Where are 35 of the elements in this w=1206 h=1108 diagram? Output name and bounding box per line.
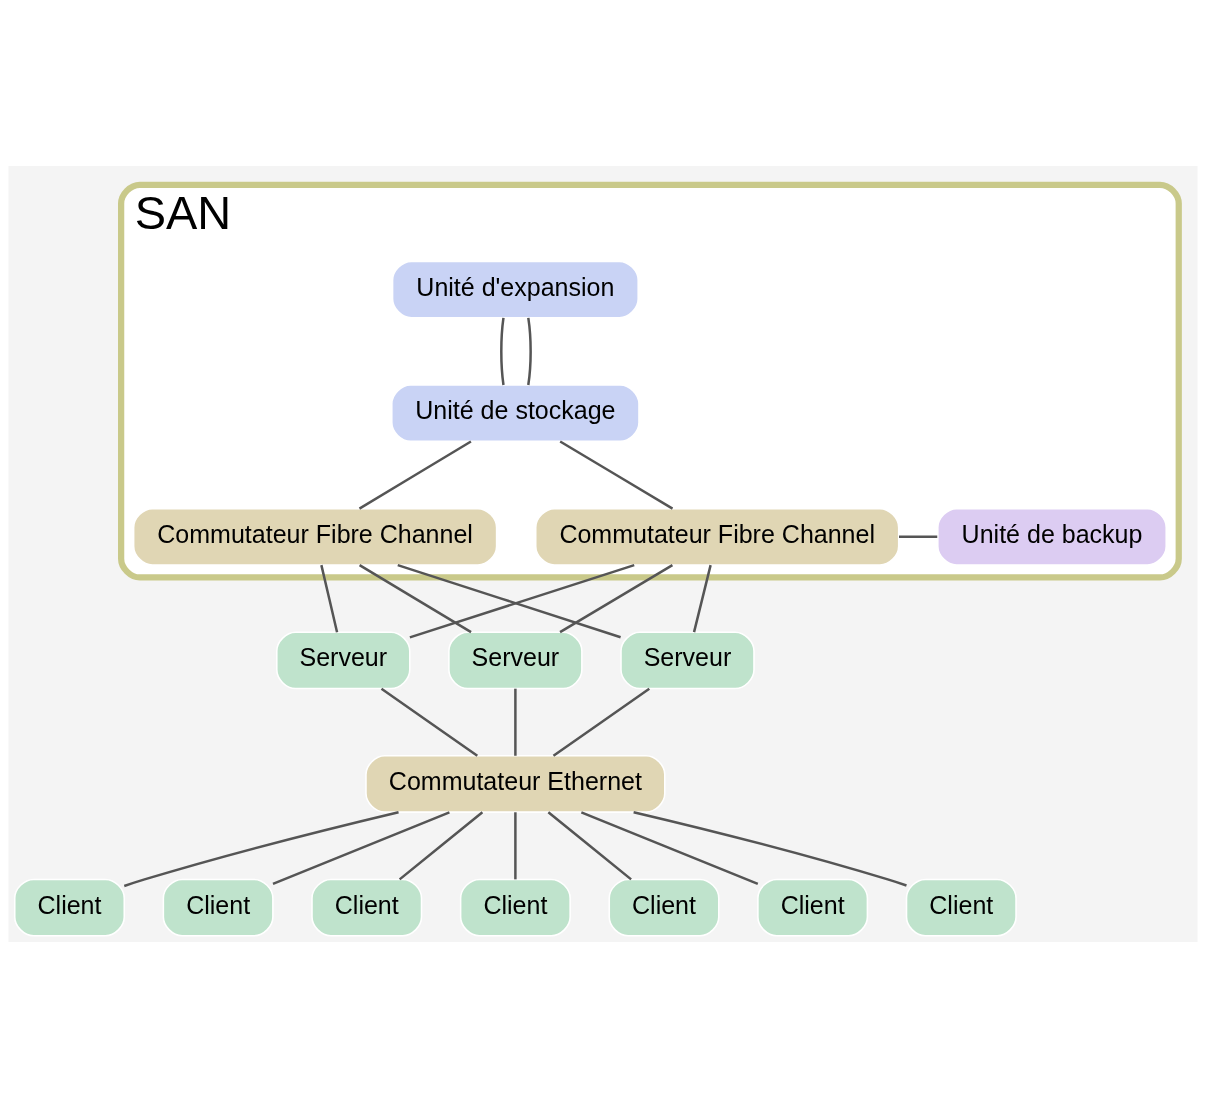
node-box: Client xyxy=(757,878,869,937)
node-box: Client xyxy=(608,878,720,937)
connector xyxy=(547,811,632,881)
node-box: Client xyxy=(311,878,423,937)
connector xyxy=(380,687,479,757)
connector xyxy=(559,564,674,634)
node-box: Client xyxy=(459,878,571,937)
node-box: Commutateur Fibre Channel xyxy=(132,507,498,566)
node-box: Unité de backup xyxy=(937,507,1167,566)
connector xyxy=(514,812,517,880)
connector xyxy=(633,810,907,887)
connector xyxy=(559,440,674,510)
connector xyxy=(320,564,339,633)
connector xyxy=(500,317,505,386)
node-box: Client xyxy=(905,878,1017,937)
node-box: Client xyxy=(13,878,126,937)
connector xyxy=(552,687,650,757)
connector xyxy=(358,564,472,634)
node-box: Unité d'expansion xyxy=(391,260,639,319)
node-box: Serveur xyxy=(620,631,755,690)
node-box: Commutateur Ethernet xyxy=(365,755,666,813)
connector xyxy=(123,810,399,888)
connector xyxy=(580,811,759,885)
connector xyxy=(272,811,450,885)
node-box: Commutateur Fibre Channel xyxy=(534,507,900,566)
node-box: Serveur xyxy=(276,631,411,690)
connector xyxy=(358,440,472,510)
node-box: Unité de stockage xyxy=(391,384,640,443)
node-box: Serveur xyxy=(448,631,583,690)
connector xyxy=(514,688,517,756)
connector xyxy=(692,564,712,633)
connector xyxy=(527,317,532,386)
node-box: Client xyxy=(162,878,274,937)
connector xyxy=(398,811,484,881)
connector xyxy=(899,535,938,539)
